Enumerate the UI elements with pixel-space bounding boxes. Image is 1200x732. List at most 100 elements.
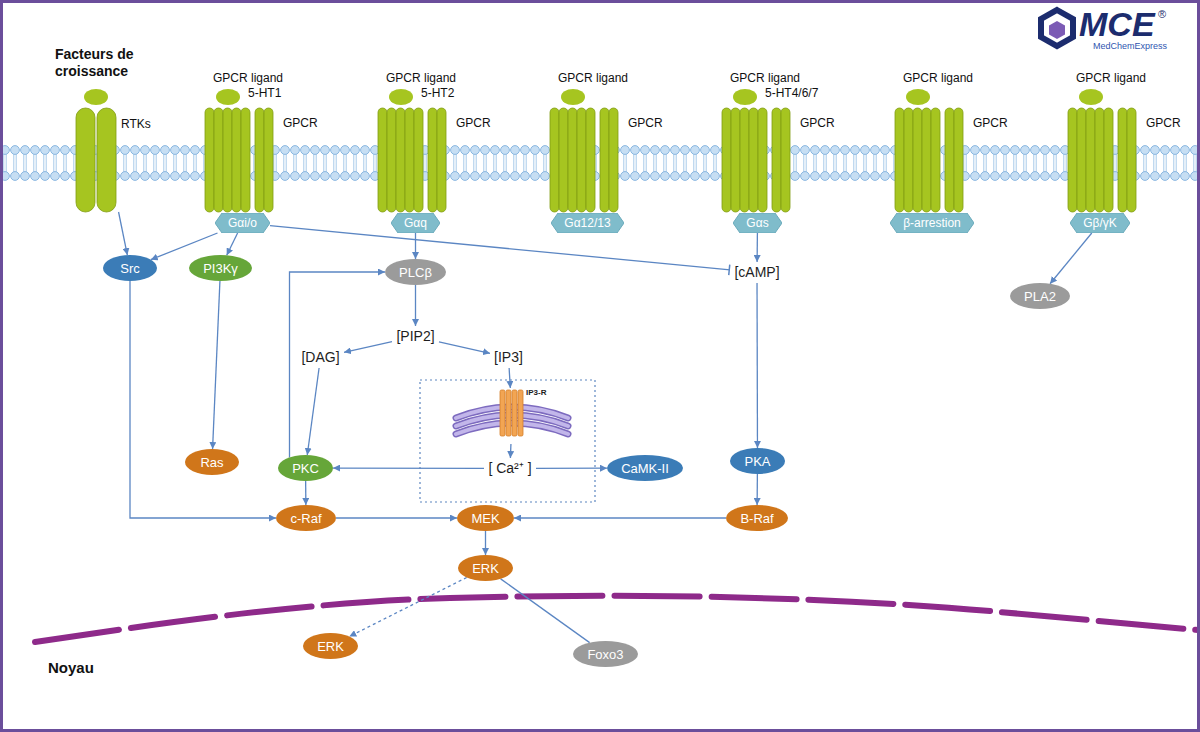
connector [415, 285, 416, 326]
node-text: GPCR ligand [903, 71, 973, 85]
connector [485, 531, 486, 555]
second-messenger: [PIP2] [392, 326, 439, 347]
node-text: ERK [472, 561, 499, 576]
node-text: GPCR ligand [386, 71, 456, 85]
registered-mark: ® [1158, 8, 1166, 20]
node-text: CaMK-II [621, 461, 669, 476]
second-messenger: [cAMP] [730, 262, 784, 283]
node-text: 5-HT4/6/7 [765, 86, 818, 100]
g-protein-shape [890, 213, 974, 233]
node-text: 5-HT1 [248, 86, 281, 100]
node-text: PLCβ [399, 265, 432, 280]
gpcr-receptor [895, 89, 963, 212]
connector [119, 212, 128, 255]
connector [130, 281, 276, 518]
node-text: Ras [200, 455, 223, 470]
connector [333, 467, 484, 469]
connector [501, 579, 590, 643]
g-protein-shape [215, 213, 270, 233]
node-text: GPCR ligand [730, 71, 800, 85]
ip3r-channel [512, 390, 517, 436]
node-text: [ Ca²⁺ ] [488, 460, 531, 477]
second-messenger: [DAG] [297, 347, 344, 368]
node-text: GPCR ligand [213, 71, 283, 85]
g-protein-shape [551, 213, 624, 233]
gpcr-receptor [550, 89, 618, 212]
connector [756, 474, 758, 505]
connector [349, 577, 466, 636]
protein-oval: Foxo3 [573, 641, 638, 667]
node-text: Foxo3 [587, 647, 623, 662]
ip3r-channel [518, 390, 523, 436]
node-text: Gα12/13 [564, 216, 610, 230]
receptor: GPCR ligandGPCR [1066, 66, 1186, 212]
node-text: IP3-R [526, 388, 546, 398]
g-protein-shape [1070, 213, 1130, 233]
g-protein: Gαq [391, 213, 440, 233]
node-text: 5-HT2 [421, 86, 454, 100]
second-messenger: [ Ca²⁺ ] [484, 458, 536, 479]
node-text: [DAG] [301, 349, 339, 366]
node-text: PI3Kγ [203, 261, 238, 276]
node-text: Gαq [404, 216, 427, 230]
connector [290, 272, 386, 457]
node-text: Gβ/γK [1083, 216, 1117, 230]
g-protein-shape [733, 213, 782, 233]
logo-icon [1041, 10, 1073, 46]
g-protein: Gαi/o [215, 213, 270, 233]
logo-subtitle: MedChemExpress [1093, 41, 1167, 52]
connector [510, 444, 512, 458]
connector [514, 517, 726, 518]
er-region [420, 380, 595, 502]
connector [756, 283, 758, 448]
protein-oval: ERK [303, 633, 358, 659]
ip3r-channel [500, 390, 505, 436]
node-text: Gαs [746, 216, 768, 230]
node-text: β-arrestion [903, 216, 961, 230]
receptor: GPCR ligand5-HT1GPCR [203, 66, 323, 212]
gpcr-receptor [722, 89, 790, 212]
connector [270, 226, 730, 270]
connector [1050, 233, 1092, 284]
ip3-receptor: IP3-R [452, 388, 572, 444]
node-text: GPCR [800, 116, 835, 130]
ligand [84, 89, 108, 105]
node-text: Facteurs de croissance [55, 46, 150, 80]
node-text: GPCR [456, 116, 491, 130]
node-text: GPCR [1146, 116, 1181, 130]
receptor: GPCR ligandGPCR [893, 66, 1013, 212]
logo-text: MCE [1079, 6, 1155, 42]
ip3r-channel [506, 390, 511, 436]
g-protein: Gαs [733, 213, 782, 233]
node-text: PKC [292, 461, 319, 476]
protein-oval: CaMK-II [607, 455, 683, 481]
node-text: [PIP2] [396, 328, 434, 345]
node-text: MEK [471, 511, 499, 526]
protein-oval: Ras [185, 449, 239, 475]
node-text: PLA2 [1024, 289, 1056, 304]
receptor: Facteurs de croissanceRTKs [45, 40, 157, 212]
g-protein-shape [391, 213, 440, 233]
nuclear-membrane [35, 596, 1198, 642]
node-text: GPCR ligand [1076, 71, 1146, 85]
gpcr-receptor [1068, 89, 1136, 212]
node-text: [IP3] [494, 349, 523, 366]
node-text: Src [120, 261, 140, 276]
node-text: GPCR [973, 116, 1008, 130]
er-illustration [452, 388, 572, 444]
connector [213, 281, 220, 449]
node-text: GPCR ligand [558, 71, 628, 85]
receptor: GPCR ligand5-HT4/6/7GPCR [720, 66, 840, 212]
protein-oval: PLA2 [1010, 283, 1070, 309]
connector [227, 233, 238, 255]
receptor: GPCR ligandGPCR [548, 66, 668, 212]
protein-oval: MEK [457, 505, 514, 531]
node-text: ERK [317, 639, 344, 654]
protein-oval: ERK [458, 555, 513, 581]
protein-oval: Src [103, 255, 157, 281]
